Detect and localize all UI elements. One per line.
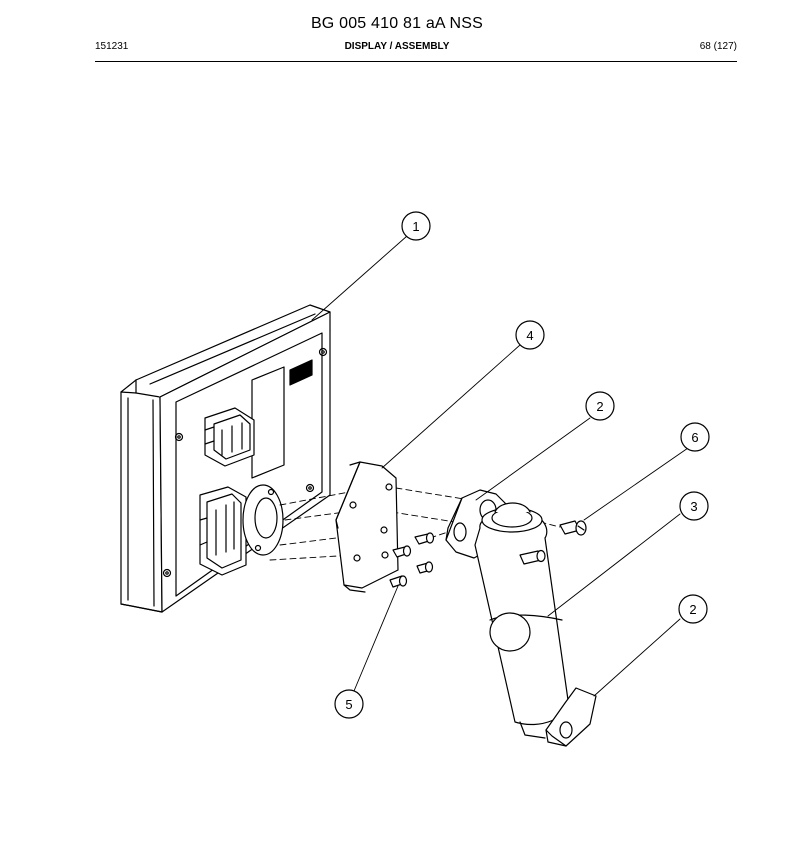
date-code: 151231: [95, 41, 129, 52]
screws-part-5: [389, 532, 435, 588]
callout-balloons: 1 4 2 6 3 2 5: [334, 211, 710, 719]
svg-text:4: 4: [526, 328, 533, 343]
adapter-plate: [335, 461, 399, 593]
callout-4: 4: [515, 320, 545, 350]
screw-part-6: [559, 520, 587, 536]
callout-1: 1: [401, 211, 431, 241]
callout-2-upper: 2: [585, 391, 615, 421]
svg-text:2: 2: [596, 399, 603, 414]
document-number: BG 005 410 81 aA NSS: [310, 15, 484, 32]
page-number: 68 (127): [699, 41, 737, 52]
svg-text:1: 1: [412, 219, 419, 234]
svg-text:5: 5: [345, 697, 352, 712]
callout-5: 5: [334, 689, 364, 719]
lower-clamp: [545, 687, 597, 747]
display-unit: [120, 304, 331, 613]
section-title: DISPLAY / ASSEMBLY: [344, 41, 450, 52]
header-rule: [95, 61, 737, 62]
leader-lines: [311, 235, 689, 697]
svg-text:3: 3: [690, 499, 697, 514]
callout-6: 6: [680, 422, 710, 452]
mounting-arm: [474, 502, 569, 739]
svg-text:6: 6: [691, 430, 698, 445]
callout-2-lower: 2: [678, 594, 708, 624]
svg-text:2: 2: [689, 602, 696, 617]
callout-3: 3: [679, 491, 709, 521]
